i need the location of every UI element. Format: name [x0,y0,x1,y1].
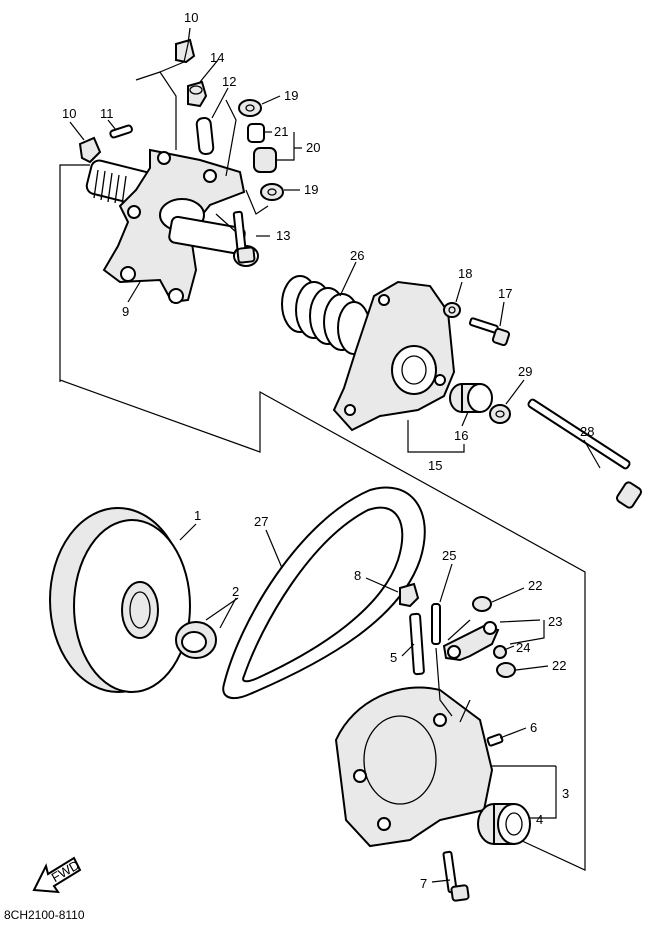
callout-22a: 22 [528,578,542,593]
long-bolt-part-28 [527,398,643,509]
callout-10b: 10 [62,106,76,121]
callout-16: 16 [454,428,468,443]
washer-part-24 [493,645,507,659]
callout-26: 26 [350,248,364,263]
bushing-part-2 [175,621,217,659]
callout-23: 23 [548,614,562,629]
fwd-label: FWD [49,857,82,885]
washer-part-22-upper [472,596,492,612]
callout-22b: 22 [552,658,566,673]
washer-part-22-lower [496,662,516,678]
callout-21: 21 [274,124,288,139]
washer-part-29 [489,404,511,424]
callout-8: 8 [354,568,361,583]
fwd-arrow-icon: FWD [32,856,82,894]
callout-18: 18 [458,266,472,281]
pin-part-12 [195,116,215,156]
callout-numbers: 10 14 12 19 10 11 21 20 19 13 9 26 18 17… [62,10,594,891]
spring-part-26 [281,275,371,355]
callout-19b: 19 [304,182,318,197]
callout-13: 13 [276,228,290,243]
washer-part-18 [443,302,461,318]
nut-part-14 [187,80,208,108]
pin-part-11 [109,124,133,139]
slider-shoe-part-10-upper [175,38,196,64]
callout-3: 3 [562,786,569,801]
callout-2: 2 [232,584,239,599]
callout-20: 20 [306,140,320,155]
roller-part-20 [253,147,277,173]
assembly-frame-lines [59,164,586,871]
bushing-part-4 [477,803,531,845]
secondary-sheave-part-3 [334,686,494,848]
callout-19a: 19 [284,88,298,103]
washer-part-19-upper [238,99,262,117]
bushing-part-21 [247,123,265,143]
callout-9: 9 [122,304,129,319]
spider-hub-part [85,148,259,304]
sheave-disc-part-1 [49,507,191,693]
callout-7: 7 [420,876,427,891]
callout-12: 12 [222,74,236,89]
callout-14: 14 [210,50,224,65]
callout-10a: 10 [184,10,198,25]
slider-shoe-part-10-left [78,136,102,164]
callout-1: 1 [194,508,201,523]
callout-4: 4 [536,812,543,827]
callout-6: 6 [530,720,537,735]
bolt-part-17 [468,317,511,347]
callout-leader-lines [69,27,601,883]
set-screw-part-6 [486,733,504,747]
diagram-code: 8CH2100-8110 [4,908,85,922]
callout-15: 15 [428,458,442,473]
callout-28: 28 [580,424,594,439]
screw-part-8 [399,582,420,608]
shaft-part-5 [409,612,425,676]
callout-17: 17 [498,286,512,301]
cover-part-15 [332,280,456,432]
callout-24: 24 [516,640,530,655]
arm-part-23 [442,621,500,662]
bushing-part-16 [449,383,493,413]
bolt-part-13 [232,210,256,264]
callout-25: 25 [442,548,456,563]
callout-5: 5 [390,650,397,665]
pin-part-25 [431,603,441,645]
bolt-part-7 [442,850,470,902]
drive-belt-part-27 [222,486,426,700]
callout-11: 11 [100,106,114,121]
callout-27: 27 [254,514,268,529]
callout-29: 29 [518,364,532,379]
washer-part-19-lower [260,183,284,201]
